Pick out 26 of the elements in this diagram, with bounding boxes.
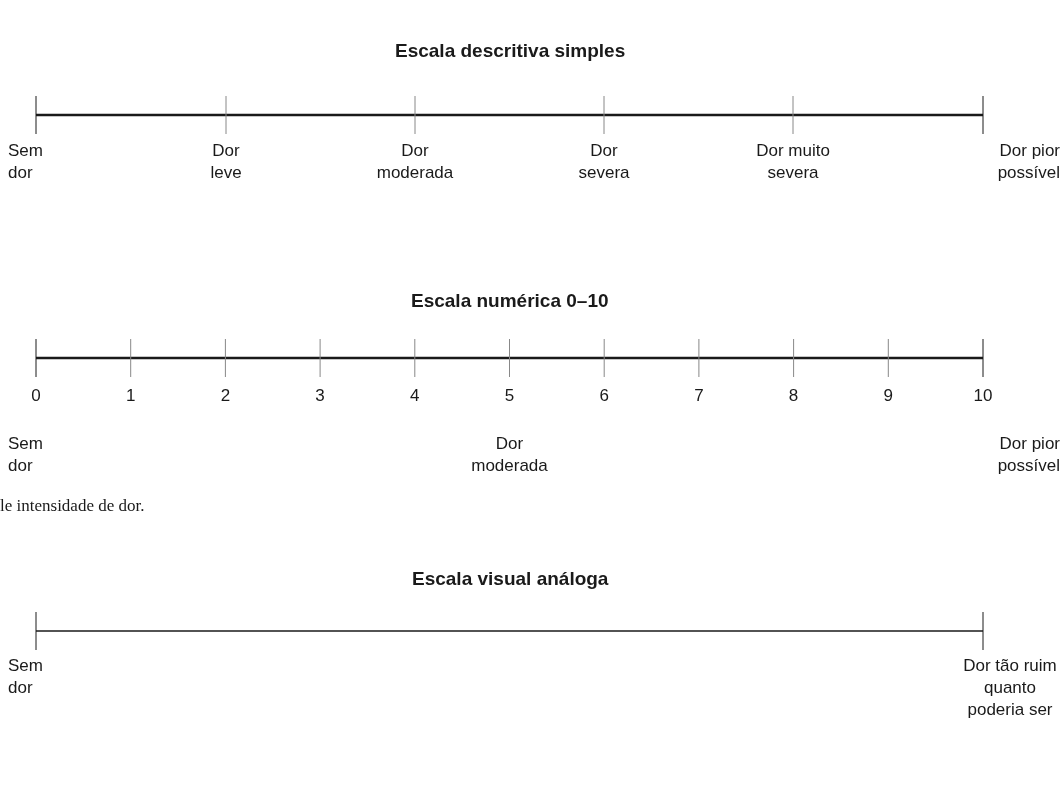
scale-label: Dor leve <box>209 140 243 184</box>
tick-label: 2 <box>219 385 232 407</box>
scale-label: Sem dor <box>8 140 44 184</box>
tick-label: 6 <box>598 385 610 407</box>
tick-label: 10 <box>972 385 994 407</box>
tick-label: 1 <box>124 385 137 407</box>
scale-title: Escala visual análoga <box>412 568 609 590</box>
scale-label: Sem dor <box>8 433 44 477</box>
tick-label: 8 <box>787 385 800 407</box>
tick-label: 9 <box>882 385 895 407</box>
scale-label: Dor pior possível <box>996 140 1060 184</box>
scale-title: Escala descritiva simples <box>395 40 626 62</box>
tick-label: 5 <box>503 385 516 407</box>
scale-label: Dor moderada <box>470 433 549 477</box>
tick-label: 4 <box>409 385 421 407</box>
scale-label: Dor pior possível <box>996 433 1060 477</box>
scale-label: Dor muito severa <box>755 140 831 184</box>
scale-label: Dor tão ruim quanto poderia ser <box>962 655 1058 721</box>
caption-text: le intensidade de dor. <box>0 495 145 517</box>
scale-label: Sem dor <box>8 655 44 699</box>
scale-label: Dor severa <box>577 140 631 184</box>
scale-label: Dor moderada <box>375 140 455 184</box>
tick-label: 3 <box>314 385 326 407</box>
tick-label: 7 <box>693 385 705 407</box>
tick-label: 0 <box>30 385 42 407</box>
scale-title: Escala numérica 0–10 <box>411 290 609 312</box>
